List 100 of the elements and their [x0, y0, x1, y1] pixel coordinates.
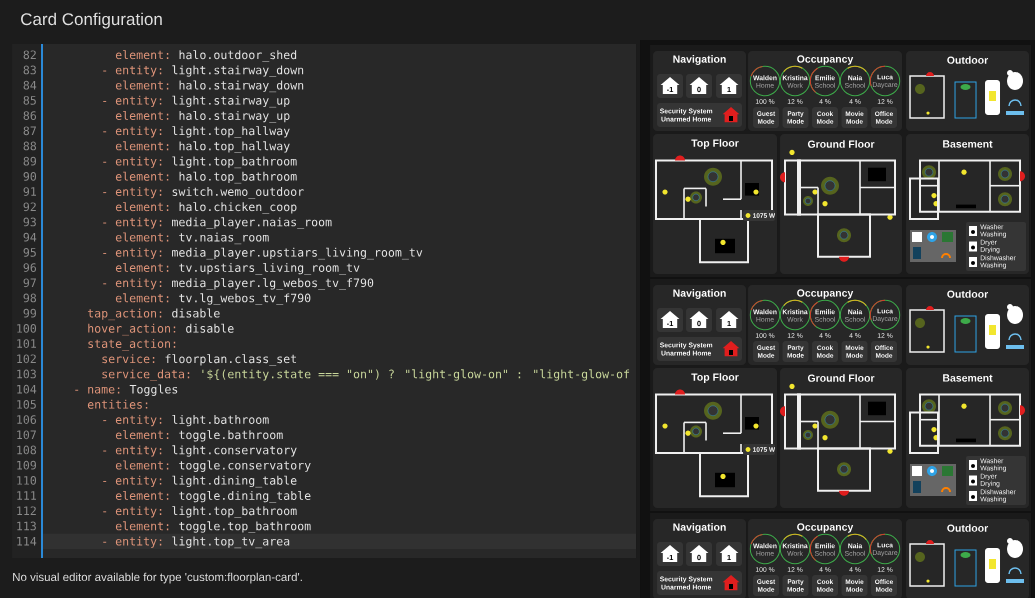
line-number: 99	[23, 308, 36, 318]
code-value: switch.wemo_outdoor	[172, 187, 304, 199]
code-key: - entity:	[103, 415, 162, 427]
code-value: tv.naias_room	[179, 232, 269, 245]
code-value: disable	[172, 308, 220, 318]
code-key: - entity:	[103, 247, 162, 259]
line-number: 107	[17, 430, 36, 440]
code-value: halo.outdoor_shed	[179, 50, 297, 62]
code-key: element:	[115, 202, 169, 212]
code-key: element:	[115, 50, 169, 60]
line-number: 95	[23, 248, 36, 257]
code-value: toggle.bathroom	[179, 430, 283, 442]
status-note: No visual editor available for type 'custom:floorplan-card'.	[13, 572, 302, 584]
code-key: - entity:	[103, 445, 162, 457]
code-value: media_player.naias_room	[172, 217, 332, 229]
code-value: '${(entity.state === "on") ? "light-glow-on" : "light-glow-of	[202, 369, 630, 381]
line-number: 92	[23, 202, 36, 212]
line-number: 85	[23, 96, 36, 105]
node-label: Navigation	[673, 289, 726, 299]
code-value: toggle.dining_table	[179, 490, 311, 503]
code-key: element:	[115, 80, 169, 90]
code-value: toggle.conservatory	[179, 460, 311, 472]
code-value: light.bathroom	[172, 414, 269, 427]
code-key: - entity:	[103, 156, 162, 168]
line-number: 98	[23, 293, 37, 303]
code-key: - entity:	[103, 65, 162, 77]
code-key: element:	[115, 521, 169, 531]
code-value: light.top_bathroom	[172, 156, 297, 169]
line-number: 110	[17, 476, 37, 485]
line-number: 112	[17, 506, 36, 515]
code-value: light.stairway_up	[172, 95, 290, 108]
code-key: element:	[115, 460, 169, 470]
line-number: 102	[17, 354, 36, 364]
code-value: toggle.top_bathroom	[179, 521, 311, 533]
code-value: tv.upstiars_living_room_tv	[179, 262, 360, 275]
code-key: - entity:	[103, 187, 162, 199]
code-key: - name:	[75, 386, 120, 394]
code-key: - entity:	[103, 95, 162, 107]
code-value: halo.stairway_up	[179, 110, 290, 123]
line-number: 105	[17, 400, 36, 409]
code-value: floorplan.class_set	[165, 354, 296, 366]
line-number: 89	[23, 156, 36, 166]
node-label: Occupancy	[797, 289, 854, 299]
line-number: 88	[23, 141, 37, 151]
code-value: Toggles	[129, 384, 178, 396]
code-value: light.stairway_down	[172, 65, 304, 77]
code-value: light.dining_table	[172, 475, 297, 488]
node-label: Navigation	[673, 55, 726, 65]
code-key: - entity:	[103, 536, 162, 548]
code-key: element:	[115, 262, 169, 272]
code-key: service:	[102, 354, 155, 364]
code-value: media_player.lg_webos_tv_f790	[172, 278, 374, 290]
line-number: 100	[17, 324, 37, 333]
dialog-title: Card Configuration	[21, 12, 162, 29]
code-key: hover_action:	[88, 323, 176, 336]
line-number: 91	[23, 187, 36, 196]
code-value: halo.top_hallway	[179, 141, 290, 153]
code-key: - entity:	[103, 278, 162, 290]
line-number: 83	[23, 65, 36, 75]
code-key: element:	[115, 490, 169, 500]
line-number: 94	[23, 232, 37, 242]
code-key: element:	[115, 232, 169, 242]
code-value: light.top_hallway	[172, 126, 290, 138]
code-value: disable	[186, 323, 234, 333]
code-value: halo.stairway_down	[179, 80, 304, 93]
line-number: 96	[23, 263, 37, 272]
code-key: entities:	[87, 399, 148, 409]
code-value: halo.top_bathroom	[179, 171, 297, 184]
line-number: 104	[17, 384, 37, 394]
code-key: - entity:	[103, 126, 162, 138]
line-number: 114	[17, 536, 37, 546]
node-label: Occupancy	[797, 55, 854, 65]
line-number: 87	[23, 126, 36, 136]
line-number: 109	[17, 460, 36, 470]
line-number: 93	[23, 217, 36, 227]
code-key: element:	[115, 171, 169, 181]
line-number: 90	[23, 172, 37, 181]
code-value: halo.chicken_coop	[179, 202, 297, 214]
code-key: element:	[115, 430, 169, 440]
code-value: light.top_bathroom	[172, 506, 297, 518]
line-number: 108	[17, 445, 37, 455]
line-number: 86	[23, 111, 37, 120]
code-key: element:	[115, 293, 169, 303]
code-value: light.top_tv_area	[172, 536, 290, 549]
code-key: element:	[115, 110, 169, 120]
line-number: 111	[17, 491, 36, 500]
code-key: - entity:	[103, 506, 162, 518]
line-number: 103	[17, 369, 36, 379]
line-number: 97	[23, 278, 36, 288]
code-key: service_data:	[102, 369, 190, 381]
code-key: - entity:	[103, 217, 162, 229]
line-number: 84	[23, 80, 37, 90]
code-value: light.conservatory	[172, 445, 297, 457]
line-number: 106	[17, 415, 37, 424]
code-value: media_player.upstiars_living_room_tv	[172, 247, 423, 260]
line-number: 101	[17, 339, 36, 348]
code-key: tap_action:	[87, 308, 162, 321]
code-key: element:	[115, 141, 169, 151]
code-key: state_action:	[88, 339, 176, 351]
node-label: Occupancy	[797, 523, 854, 533]
